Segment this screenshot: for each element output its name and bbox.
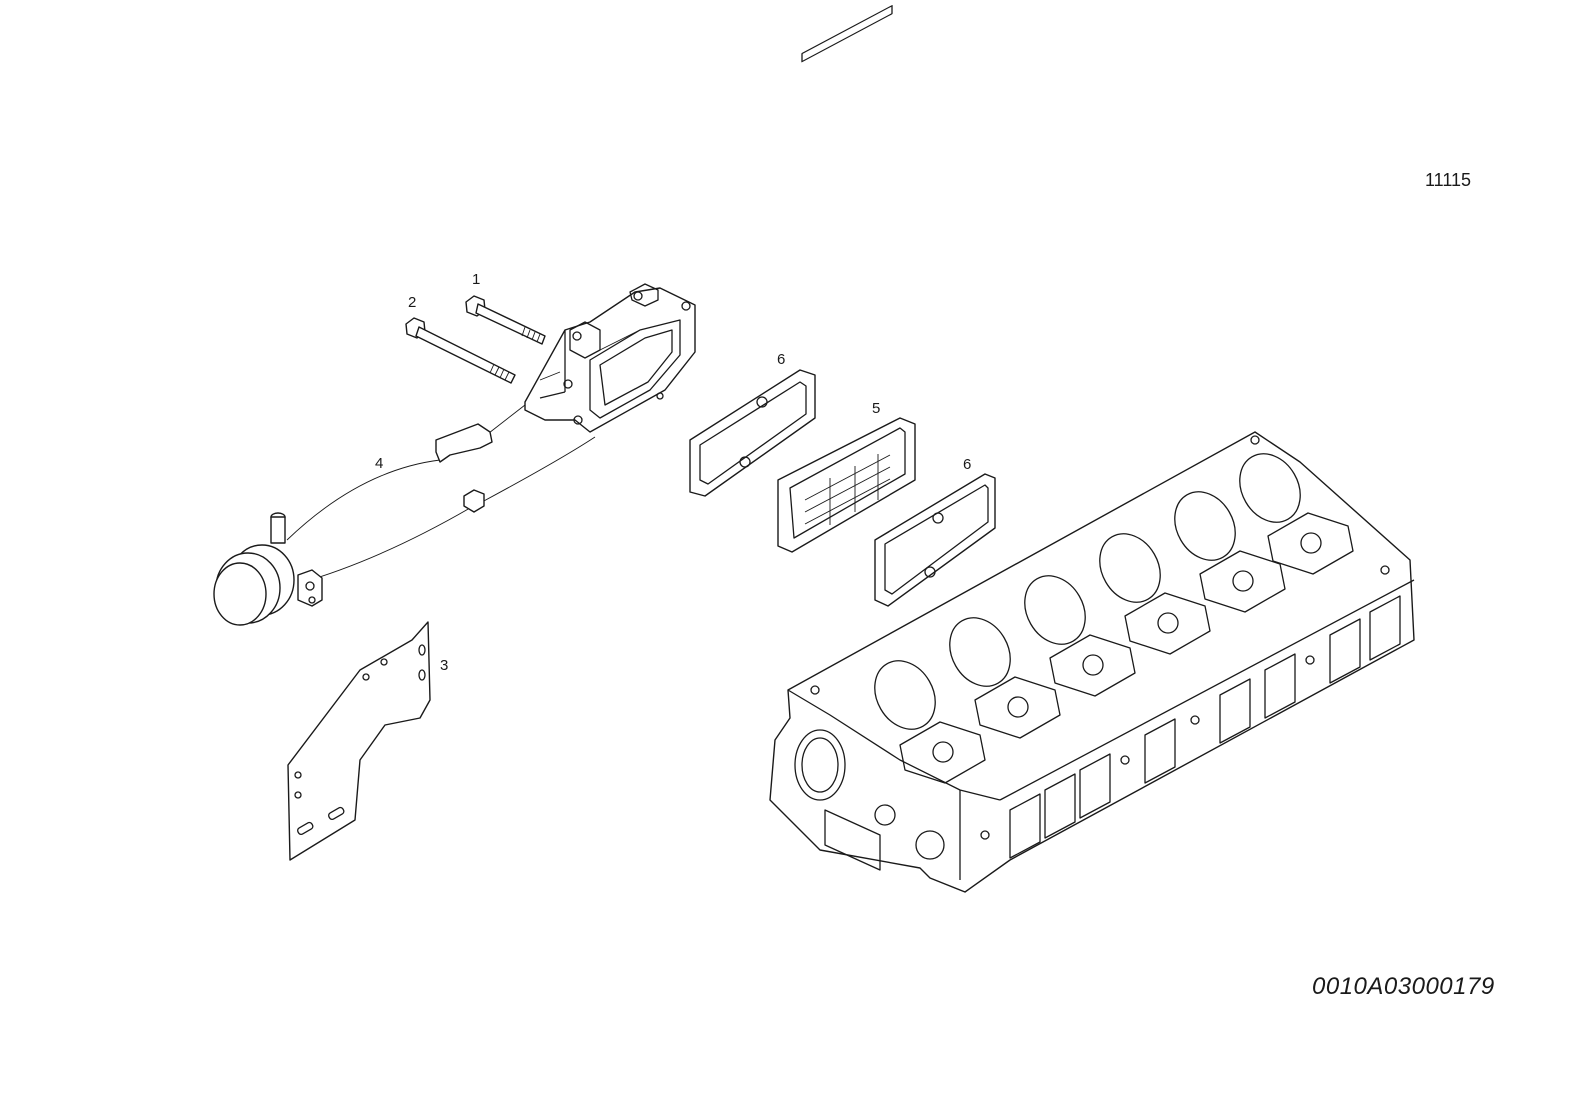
callout-4: 4 — [375, 455, 383, 472]
sensor-cable-4 — [270, 404, 596, 584]
sensor-body — [213, 544, 323, 626]
callout-1: 1 — [472, 271, 480, 288]
bracket-3 — [287, 621, 431, 861]
callout-3: 3 — [440, 657, 448, 674]
callout-6-upper: 6 — [777, 351, 785, 368]
callout-5: 5 — [872, 400, 880, 417]
callout-2: 2 — [408, 294, 416, 311]
injector-pads — [899, 512, 1354, 784]
callout-6-lower: 6 — [963, 456, 971, 473]
intake-housing — [524, 283, 696, 433]
gasket-6-upper — [689, 369, 816, 497]
bolt-1 — [465, 295, 546, 345]
drawing-number: 0010A03000179 — [1312, 973, 1495, 1000]
cylinder-head — [769, 431, 1415, 893]
gasket-6-lower — [874, 473, 996, 607]
bolt-2 — [405, 317, 516, 384]
side-face-pockets — [1009, 595, 1401, 859]
spacer-plate-5 — [777, 4, 916, 553]
callout-labels: 1 2 3 4 5 6 6 — [375, 271, 971, 674]
group-code: 11115 — [1425, 170, 1472, 190]
